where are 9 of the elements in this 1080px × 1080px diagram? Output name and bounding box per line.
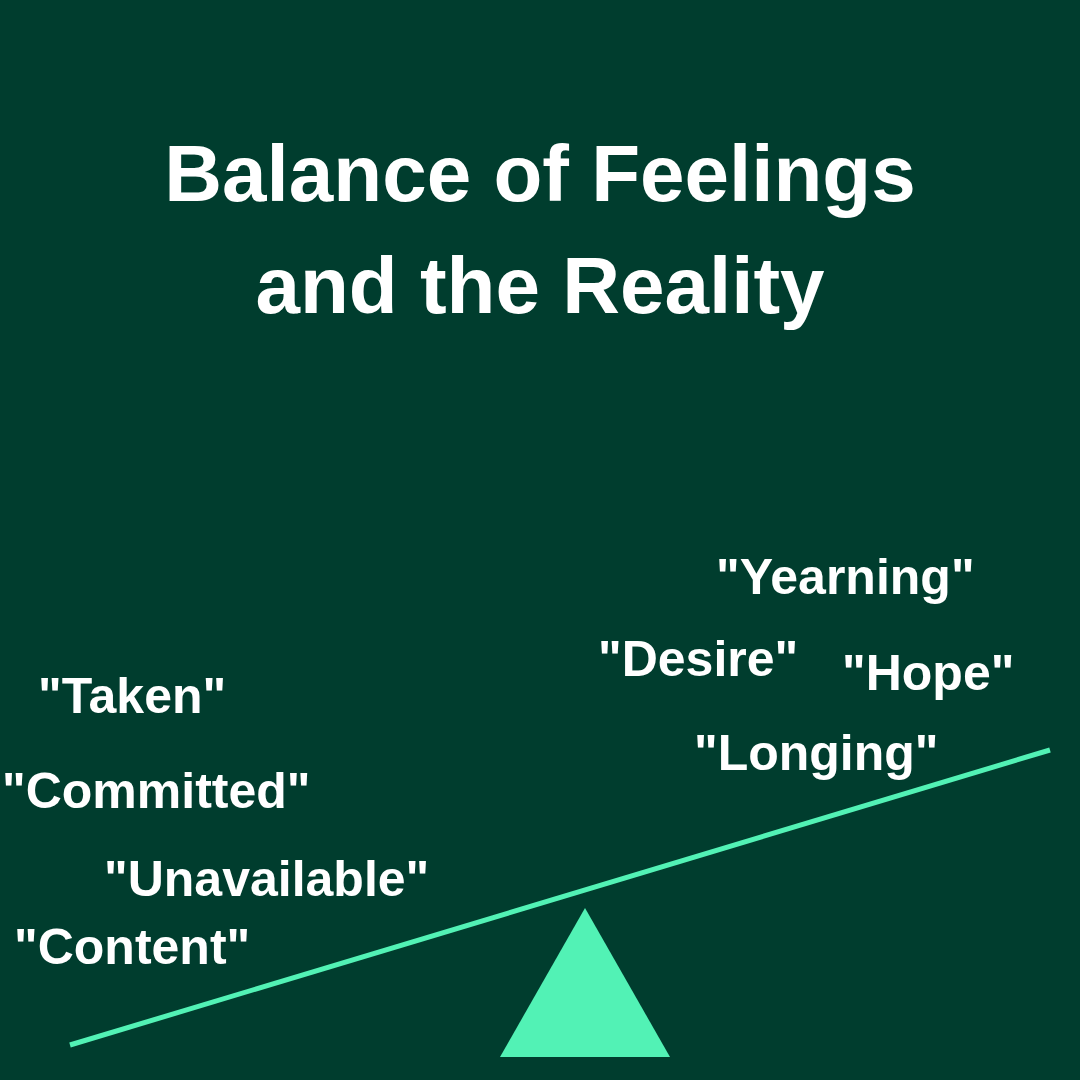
feeling-word: "Content" <box>14 918 251 976</box>
feeling-word: "Unavailable" <box>104 850 430 908</box>
feeling-word: "Longing" <box>694 724 939 782</box>
feeling-word: "Committed" <box>2 762 311 820</box>
feeling-word: "Taken" <box>38 667 227 725</box>
feeling-word: "Desire" <box>598 630 799 688</box>
title: Balance of Feelings and the Reality <box>163 128 917 332</box>
feeling-word: "Yearning" <box>716 548 975 606</box>
feeling-word: "Hope" <box>842 644 1015 702</box>
